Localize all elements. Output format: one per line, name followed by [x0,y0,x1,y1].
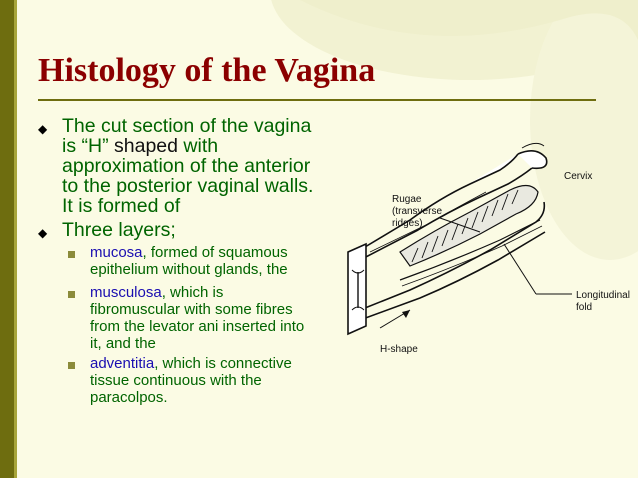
label-rugae: Rugae [392,194,422,205]
sub-bullet-musculosa: musculosa, which is fibromuscular with s… [90,284,350,352]
label-longitudinal-fold: Longitudinal [576,290,630,301]
diamond-bullet-icon: ◆ [38,122,48,136]
sub-bullet-line: it, and the [90,335,156,352]
label-rugae-line2: (transverse [392,206,442,217]
sub-bullet-line: paracolpos. [90,389,168,406]
left-accent-bar [0,0,14,478]
sub-bullet-line: adventitia, which is connective [90,355,350,372]
sub-bullet-line: musculosa, which is [90,284,350,301]
slide-title: Histology of the Vagina [38,52,376,89]
bullet-2-text: Three layers; [62,219,176,241]
bullet-1-text: The cut section of the vagina is “H” sha… [62,116,313,216]
vagina-cross-section-diagram: Cervix Rugae (transverse ridges) Longitu… [347,142,630,355]
term-mucosa: mucosa [90,244,143,261]
bullet-1-line: to the posterior vaginal walls. [62,175,314,197]
term-musculosa: musculosa [90,284,162,301]
bullet-1-line: It is formed of [62,195,181,217]
sub-bullet-fragment: , formed of squamous [142,244,288,261]
square-bullet-icon [68,251,75,258]
vagina-illustration [347,142,548,336]
sub-bullet-fragment: , which is [161,284,224,301]
bullet-1-fragment: with [177,135,219,157]
label-longitudinal-fold-line2: fold [576,302,592,313]
bullet-1-fragment: is “H” [62,135,114,157]
sub-bullet-line: tissue continuous with the [90,372,262,389]
bullet-1-line: is “H” shaped with [62,136,313,156]
sub-bullet-adventitia: adventitia, which is connective tissue c… [90,355,350,406]
label-h-shape: H-shape [380,344,418,355]
bullet-1-emphasis: shaped [114,135,178,157]
square-bullet-icon [68,291,75,298]
bullet-1-line: approximation of the anterior [62,155,311,177]
sub-bullet-line: fibromuscular with some fibres [90,301,293,318]
sub-bullet-line: from the levator ani inserted into [90,318,305,335]
sub-bullet-line: mucosa, formed of squamous [90,244,350,261]
h-shape-arrow-icon [402,310,410,318]
term-adventitia: adventitia [90,355,155,372]
sub-bullet-mucosa: mucosa, formed of squamous epithelium wi… [90,244,350,278]
title-underline [38,99,596,101]
left-accent-stripe [14,0,17,478]
bullet-1-line: The cut section of the vagina [62,115,312,137]
sub-bullet-line: epithelium without glands, the [90,261,288,278]
label-rugae-line3: ridges) [392,218,423,229]
square-bullet-icon [68,362,75,369]
label-cervix: Cervix [564,171,592,182]
diamond-bullet-icon: ◆ [38,226,48,240]
sub-bullet-fragment: , which is connective [154,355,292,372]
